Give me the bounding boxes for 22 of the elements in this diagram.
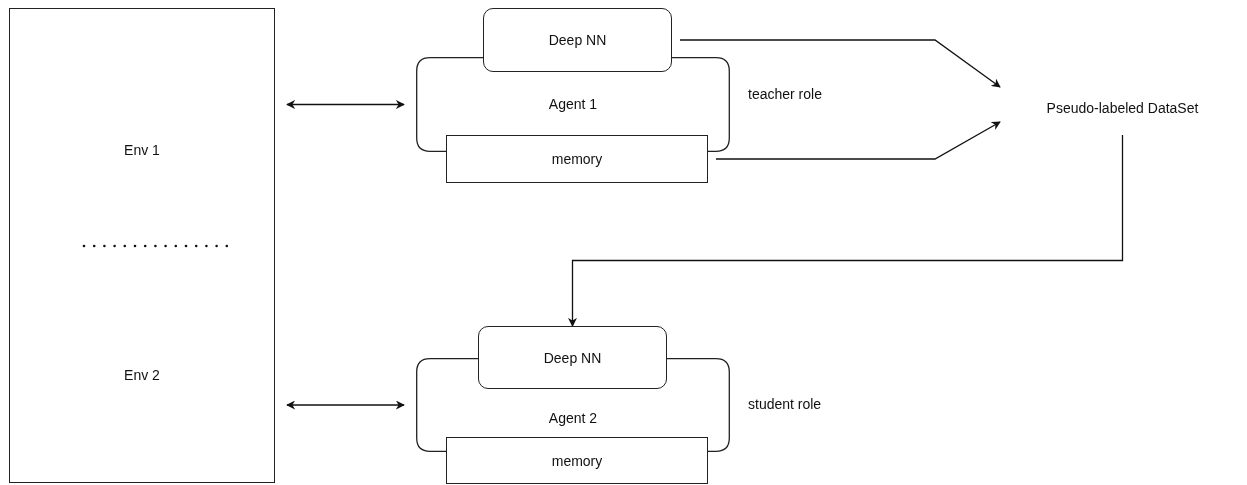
dataset-label: Pseudo-labeled DataSet [1045,98,1200,117]
arrow [286,400,405,410]
process-box [446,437,708,484]
arrow [679,39,1001,88]
arrow [286,100,405,109]
box-label: memory [550,451,604,470]
environment-label: Env 1 [123,141,161,159]
role-label: student role [748,396,822,412]
rounded-box [478,326,667,389]
box-label: memory [550,150,604,168]
environment-box [9,8,275,483]
role-label: teacher role [748,86,822,102]
agent-label: Agent 2 [547,409,599,427]
agent-label: Agent 1 [547,94,599,113]
box-label: Deep NN [542,348,603,367]
box-label: Deep NN [547,31,608,49]
process-box [446,135,708,183]
arrow [715,121,1001,160]
rounded-box [483,8,672,72]
agent-frame [416,57,730,152]
arrow [568,134,1124,327]
environment-label: Env 2 [123,366,161,384]
